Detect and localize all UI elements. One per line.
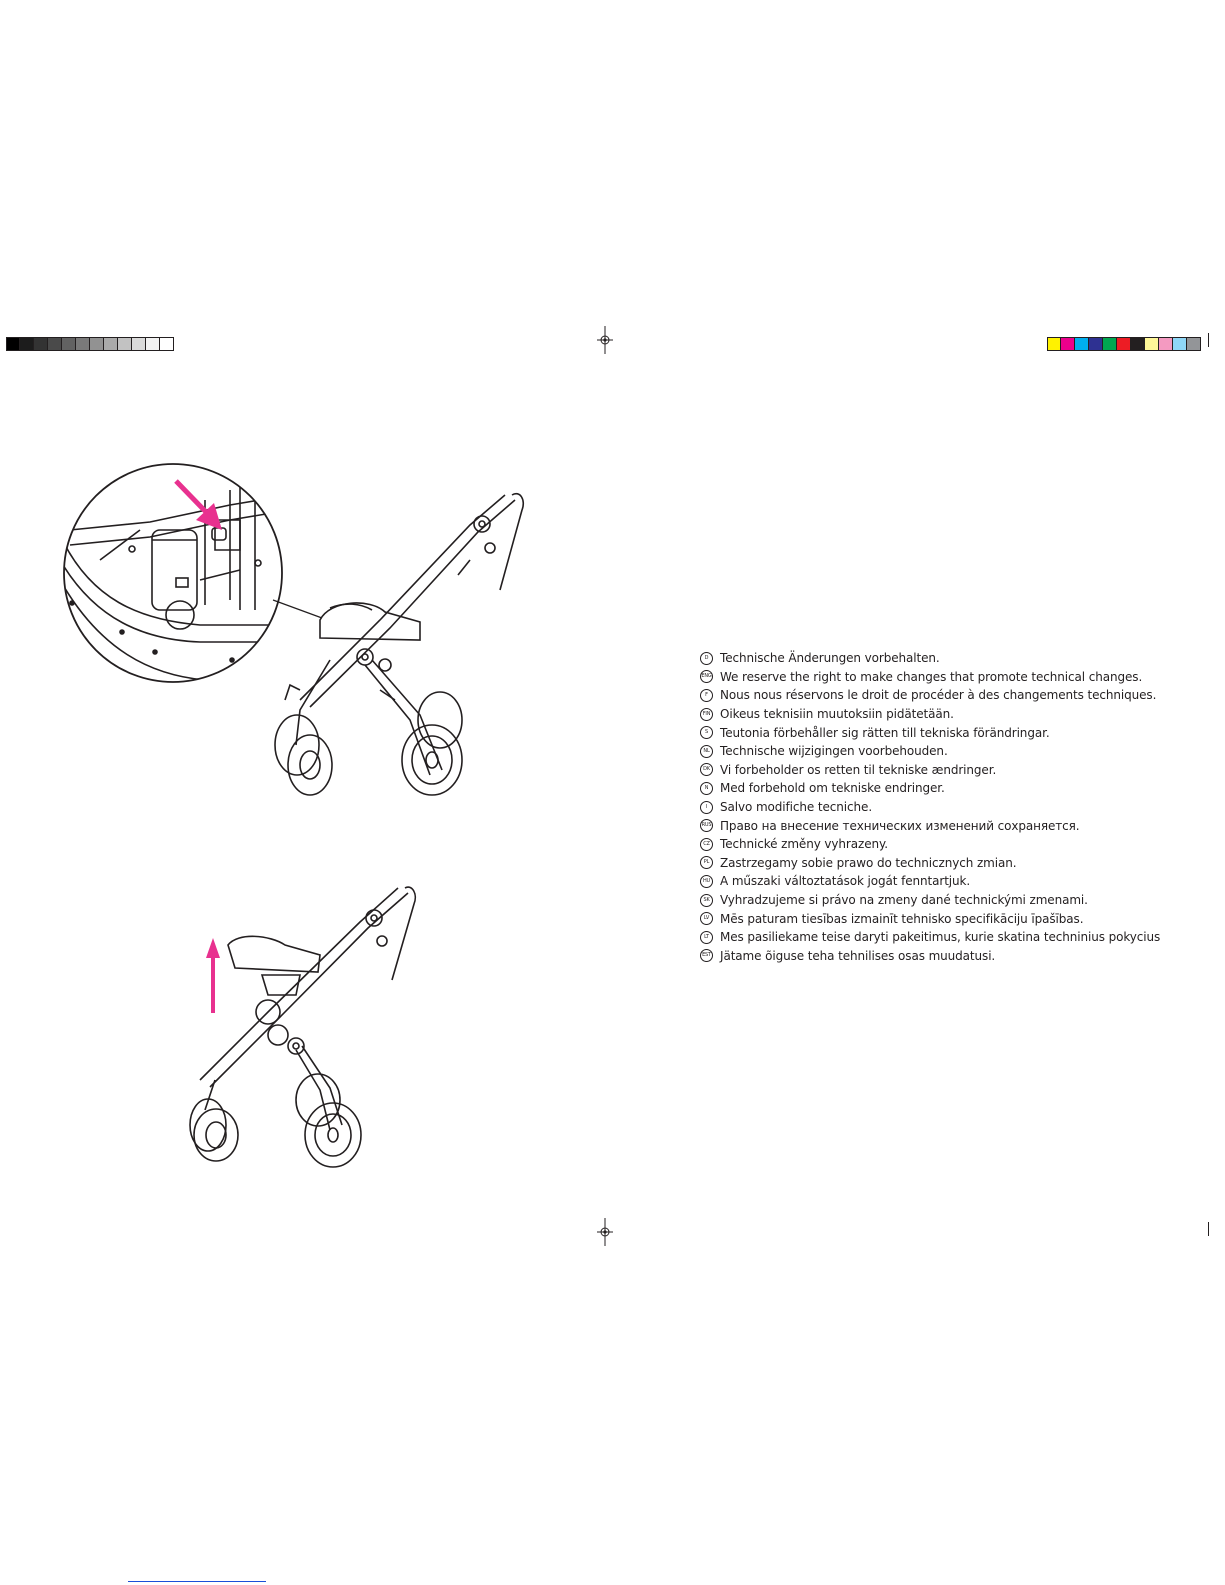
language-row: LT Mes pasiliekame teise daryti pakeitimu…	[700, 928, 1170, 947]
language-row: D Technische Änderungen vorbehalten.	[700, 649, 1170, 668]
technical-changes-disclaimer-list: D Technische Änderungen vorbehalten. ENG We…	[700, 649, 1170, 965]
trim-mark	[1208, 333, 1209, 347]
language-row: F Nous nous réservons le droit de procéde…	[700, 686, 1170, 705]
language-code-badge: CZ	[700, 837, 713, 851]
language-row: N Med forbehold om tekniske endringer.	[700, 779, 1170, 798]
color-swatch	[1075, 337, 1089, 351]
language-row: DK Vi forbeholder os retten til tekniske …	[700, 761, 1170, 780]
grayscale-color-bar	[6, 337, 174, 351]
language-disclaimer-text: Technické změny vyhrazeny.	[720, 837, 889, 852]
language-disclaimer-text: Mēs paturam tiesības izmainīt tehnisko s…	[720, 911, 1084, 926]
arrow-up-icon	[206, 938, 220, 1013]
language-code-badge: SK	[700, 893, 713, 907]
language-code-badge: LV	[700, 912, 713, 926]
registration-mark-icon	[597, 326, 613, 354]
language-disclaimer-text: Vyhradzujeme si právo na zmeny dané tech…	[720, 893, 1088, 908]
language-disclaimer-text: Teutonia förbehåller sig rätten till tek…	[720, 725, 1050, 740]
stroller-frame-with-zoom-detail	[63, 463, 525, 1168]
language-row: RUS Право на внесение технических изменен…	[700, 816, 1170, 835]
language-code-badge: ENG	[700, 670, 713, 684]
language-disclaimer-text: Salvo modifiche tecniche.	[720, 800, 873, 815]
registration-mark-icon	[597, 1218, 613, 1246]
language-code-badge: NL	[700, 744, 713, 758]
gray-swatch	[118, 337, 132, 351]
language-disclaimer-text: Med forbehold om tekniske endringer.	[720, 781, 945, 796]
language-code-badge: D	[700, 651, 713, 665]
language-row: NL Technische wijzigingen voorbehouden.	[700, 742, 1170, 761]
language-disclaimer-text: Technische wijzigingen voorbehouden.	[720, 744, 948, 759]
language-code-badge: N	[700, 781, 713, 795]
language-code-badge: HU	[700, 874, 713, 888]
language-row: S Teutonia förbehåller sig rätten till te…	[700, 723, 1170, 742]
language-disclaimer-text: Mes pasiliekame teise daryti pakeitimus,…	[720, 930, 1161, 945]
language-code-badge: LT	[700, 930, 713, 944]
process-color-bar	[1047, 337, 1201, 351]
gray-swatch	[76, 337, 90, 351]
language-code-badge: EST	[700, 949, 713, 963]
language-disclaimer-text: Oikeus teknisiin muutoksiin pidätetään.	[720, 707, 954, 722]
language-disclaimer-text: We reserve the right to make changes tha…	[720, 669, 1143, 684]
color-swatch	[1061, 337, 1075, 351]
color-swatch	[1089, 337, 1103, 351]
language-disclaimer-text: Technische Änderungen vorbehalten.	[720, 651, 940, 666]
gray-swatch	[48, 337, 62, 351]
stroller-frame-seat-adapter-lifted	[189, 886, 417, 1168]
gray-swatch	[6, 337, 20, 351]
language-code-badge: I	[700, 800, 713, 814]
color-swatch	[1187, 337, 1201, 351]
language-row: LV Mēs paturam tiesības izmainīt tehnisko…	[700, 909, 1170, 928]
gray-swatch	[62, 337, 76, 351]
language-code-badge: RUS	[700, 819, 713, 833]
language-row: PL Zastrzegamy sobie prawo do technicznyc…	[700, 854, 1170, 873]
language-row: HU A műszaki változtatások jogát fenntart…	[700, 872, 1170, 891]
language-code-badge: PL	[700, 856, 713, 870]
language-row: SK Vyhradzujeme si právo na zmeny dané te…	[700, 891, 1170, 910]
color-swatch	[1159, 337, 1173, 351]
gray-swatch	[132, 337, 146, 351]
gray-swatch	[34, 337, 48, 351]
color-swatch	[1047, 337, 1061, 351]
language-code-badge: S	[700, 726, 713, 740]
color-swatch	[1145, 337, 1159, 351]
color-swatch	[1131, 337, 1145, 351]
color-swatch	[1173, 337, 1187, 351]
language-disclaimer-text: Vi forbeholder os retten til tekniske æn…	[720, 762, 997, 777]
gray-swatch	[160, 337, 174, 351]
color-swatch	[1103, 337, 1117, 351]
language-code-badge: FIN	[700, 707, 713, 721]
language-row: FIN Oikeus teknisiin muutoksiin pidätetää…	[700, 705, 1170, 724]
color-swatch	[1117, 337, 1131, 351]
gray-swatch	[90, 337, 104, 351]
language-disclaimer-text: A műszaki változtatások jogát fenntartju…	[720, 874, 971, 889]
language-disclaimer-text: Nous nous réservons le droit de procéder…	[720, 688, 1157, 703]
language-code-badge: DK	[700, 763, 713, 777]
language-row: ENG We reserve the right to make changes …	[700, 668, 1170, 687]
language-row: I Salvo modifiche tecniche.	[700, 798, 1170, 817]
language-row: EST Jätame õiguse teha tehnilises osas mu…	[700, 947, 1170, 966]
blue-underline	[128, 1581, 266, 1582]
language-row: CZ Technické změny vyhrazeny.	[700, 835, 1170, 854]
language-code-badge: F	[700, 688, 713, 702]
language-disclaimer-text: Zastrzegamy sobie prawo do technicznych …	[720, 855, 1017, 870]
gray-swatch	[20, 337, 34, 351]
arrow-diagonal-icon	[174, 479, 222, 530]
language-disclaimer-text: Jätame õiguse teha tehnilises osas muuda…	[720, 948, 996, 963]
gray-swatch	[146, 337, 160, 351]
gray-swatch	[104, 337, 118, 351]
language-disclaimer-text: Право на внесение технических изменений …	[720, 818, 1080, 833]
trim-mark	[1208, 1222, 1209, 1236]
